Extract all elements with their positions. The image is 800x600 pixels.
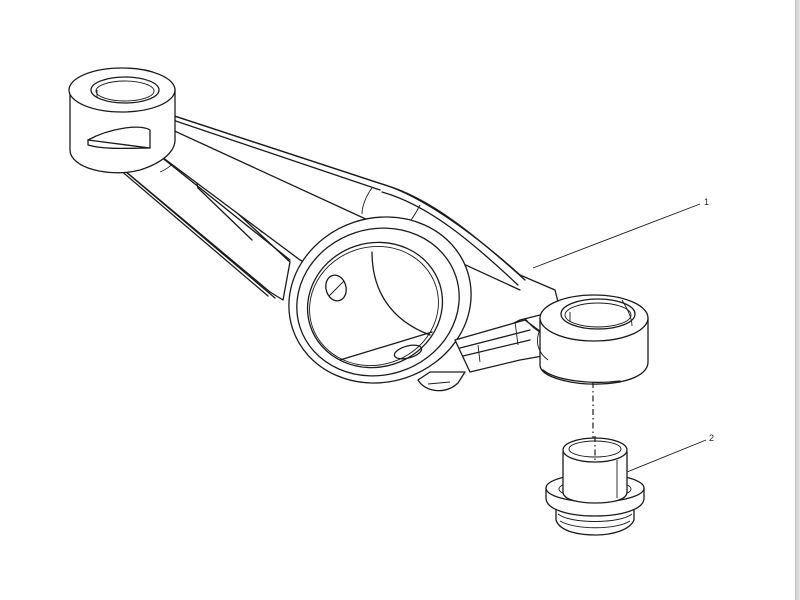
window-right-edge	[795, 0, 800, 600]
part-1-arm	[68, 67, 649, 392]
callout-1: 1	[532, 197, 709, 269]
callout-2: 2	[626, 433, 714, 473]
part-2-bushing	[545, 436, 645, 536]
callout-2-label: 2	[709, 433, 714, 443]
callout-1-label: 1	[704, 197, 709, 207]
